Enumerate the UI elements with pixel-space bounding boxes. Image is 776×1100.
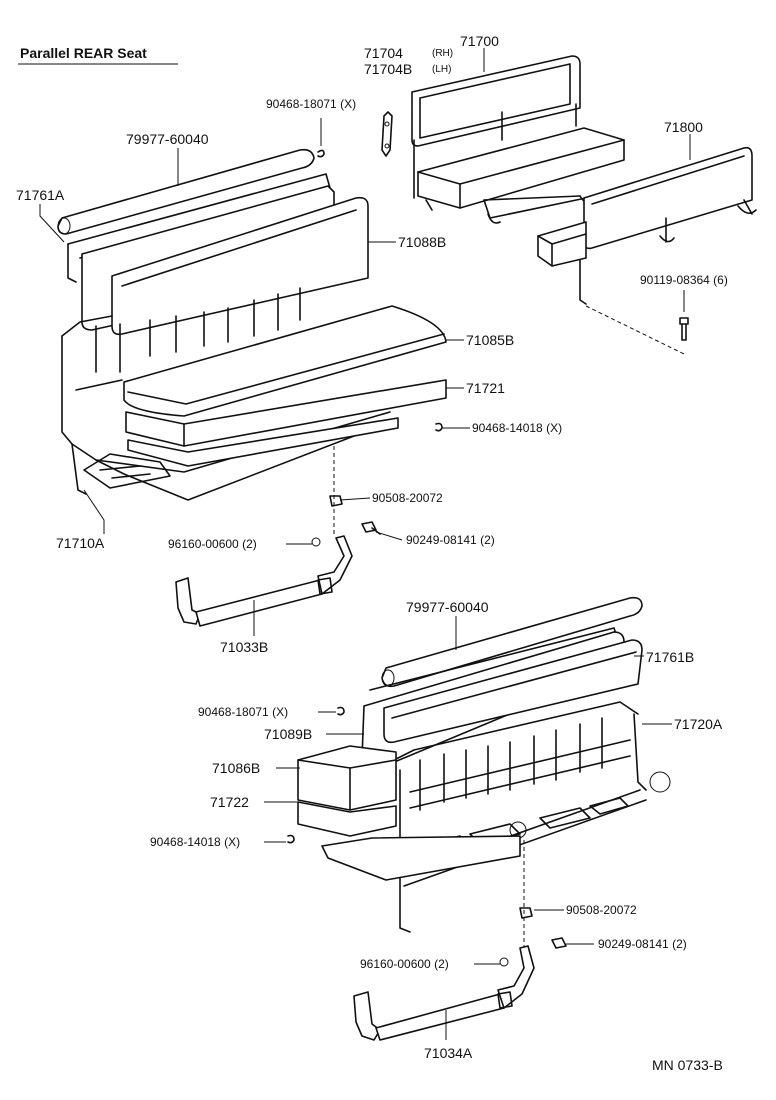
clip-upper-2-drawing xyxy=(435,422,443,432)
label-cushion-71085B: 71085B xyxy=(466,332,514,348)
seat-back-upper-drawing xyxy=(67,173,369,336)
label-clip-lower-2: 90468-14018 (X) xyxy=(150,835,240,849)
label-bolt-lower: 90249-08141 (2) xyxy=(598,937,687,951)
label-back-71088B: 71088B xyxy=(398,234,446,250)
leg-lower-drawing xyxy=(353,945,535,1041)
cushion-upper-drawing xyxy=(123,305,447,467)
bench-71800-drawing xyxy=(537,146,757,305)
bolt-lower-drawing xyxy=(551,937,567,949)
label-bench-71800: 71800 xyxy=(664,119,703,135)
label-cover-lower: 79977-60040 xyxy=(406,599,489,615)
label-pad-71722: 71722 xyxy=(210,794,249,810)
label-seat-71700: 71700 xyxy=(460,33,499,49)
label-nut-lower: 96160-00600 (2) xyxy=(360,957,449,971)
diagram-title: Parallel REAR Seat xyxy=(20,45,147,61)
label-washer-lower: 90508-20072 xyxy=(566,903,637,917)
label-back-71089B: 71089B xyxy=(264,726,312,742)
leader-lines xyxy=(39,48,691,1040)
label-seat-cover-71761B: 71761B xyxy=(646,649,694,665)
seat-frame-upper-drawing xyxy=(61,287,391,501)
clip-upper-drawing xyxy=(317,118,325,158)
label-pad-71721: 71721 xyxy=(466,380,505,396)
washer-upper-drawing xyxy=(329,495,343,507)
label-frame-71710A: 71710A xyxy=(56,535,105,551)
label-hinge-rh-side: (RH) xyxy=(432,48,453,59)
leg-upper-drawing xyxy=(175,535,353,627)
label-hinge-lh: 71704B xyxy=(364,61,412,77)
label-cover-upper: 79977-60040 xyxy=(126,131,209,147)
cushion-lower-drawing xyxy=(297,745,397,837)
label-cushion-71086B: 71086B xyxy=(212,760,260,776)
label-frame-71720A: 71720A xyxy=(674,716,723,732)
label-clip-lower: 90468-18071 (X) xyxy=(198,705,288,719)
label-hinge-lh-side: (LH) xyxy=(432,64,451,75)
label-leg-71034A: 71034A xyxy=(424,1045,473,1061)
label-bolt-90119: 90119-08364 (6) xyxy=(640,273,728,287)
clip-lower-drawing xyxy=(337,706,345,716)
floor-plate-lower-drawing xyxy=(321,835,521,881)
footer-code: MN 0733-B xyxy=(652,1057,723,1073)
clip-lower-2-drawing xyxy=(287,834,295,844)
label-clip-upper-2: 90468-14018 (X) xyxy=(472,421,562,435)
hinge-71704-drawing xyxy=(381,111,393,157)
washer-lower-drawing xyxy=(519,907,533,919)
cover-rod-upper-drawing xyxy=(57,148,315,235)
nut-upper-drawing xyxy=(311,537,321,547)
nut-lower-drawing xyxy=(499,957,509,967)
label-nut-upper: 96160-00600 (2) xyxy=(168,537,257,551)
label-washer-upper: 90508-20072 xyxy=(372,491,443,505)
label-bolt-upper: 90249-08141 (2) xyxy=(406,533,495,547)
label-clip-upper: 90468-18071 (X) xyxy=(266,97,356,111)
bolt-90119-drawing xyxy=(679,290,689,341)
label-seat-cover-71761A: 71761A xyxy=(16,187,65,203)
label-hinge-rh: 71704 xyxy=(364,45,403,61)
dashed-guide-bench xyxy=(585,305,685,355)
label-leg-71033B: 71033B xyxy=(220,639,268,655)
